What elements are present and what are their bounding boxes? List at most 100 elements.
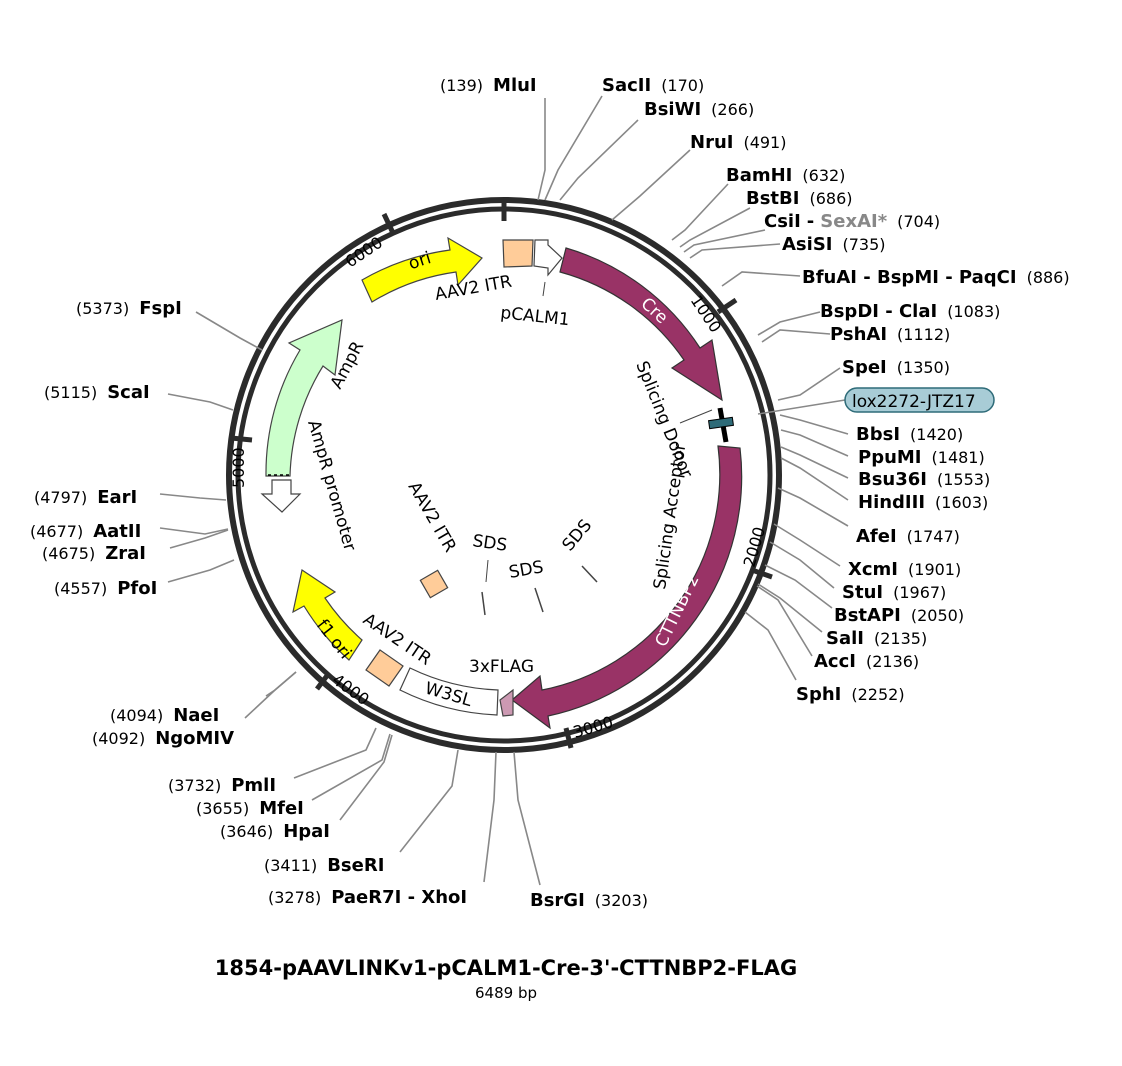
site-bstapi[interactable]: BstAPI(2050) <box>834 605 964 626</box>
site-bamhi[interactable]: BamHI(632) <box>726 165 845 186</box>
site-xcmi[interactable]: XcmI(1901) <box>848 559 961 580</box>
site-sali[interactable]: SalI(2135) <box>826 628 927 649</box>
cre-feature[interactable] <box>559 247 723 402</box>
leader-bamhi <box>671 183 729 241</box>
site-bsu36i[interactable]: Bsu36I(1553) <box>858 469 990 490</box>
site-bbsi[interactable]: BbsI(1420) <box>856 424 963 445</box>
leader-bstbi <box>679 207 751 248</box>
sds-1-tick <box>485 559 489 583</box>
tick-6000 <box>381 212 396 235</box>
site-mlui[interactable]: (139)MluI <box>440 75 537 96</box>
site-paer7i-xhoi[interactable]: (3278)PaeR7I - XhoI <box>268 887 467 908</box>
leader-bsrgi <box>513 751 541 886</box>
leader-eari <box>159 493 227 501</box>
site-aatii[interactable]: (4677)AatII <box>30 521 141 542</box>
site-sphi[interactable]: SphI(2252) <box>796 684 905 705</box>
3xflag-feature[interactable] <box>499 688 514 717</box>
site-spei[interactable]: SpeI(1350) <box>842 357 950 378</box>
site-pfoi[interactable]: (4557)PfoI <box>54 578 157 599</box>
site-nrui[interactable]: NruI(491) <box>690 132 786 153</box>
leader-sphi <box>744 611 797 681</box>
aav2-itr-inner-label: AAV2 ITR <box>404 479 460 556</box>
leader-fspi <box>195 311 263 351</box>
leader-bsu36i <box>780 446 849 479</box>
sds-2-marker <box>534 587 544 613</box>
sds-3-label: SDS <box>559 516 597 555</box>
leader-sacii <box>544 95 603 201</box>
leader-bstapi <box>764 564 833 609</box>
cttnbp2-feature[interactable] <box>511 445 743 730</box>
leader-sali <box>757 583 823 633</box>
leader-bsiwi <box>559 119 639 201</box>
tick-3000 <box>563 727 574 749</box>
aav2-itr-top-label: AAV2 ITR <box>433 272 513 305</box>
site-pmli[interactable]: (3732)PmlI <box>168 775 276 796</box>
leader-zrai <box>169 529 229 549</box>
tick-1000 <box>716 297 738 315</box>
leader-xhoi <box>483 751 497 883</box>
ampr-promoter-label: AmpR promoter <box>303 418 359 553</box>
leader-stui <box>769 541 835 589</box>
aav2-itr-inner-feature[interactable] <box>419 569 449 599</box>
leader-aatii <box>159 527 229 535</box>
restriction-sites: (139)MluI SacII(170) BsiWI(266) NruI(491… <box>30 75 1070 911</box>
aav2-itr-top-feature[interactable] <box>502 239 534 268</box>
site-bseri[interactable]: (3411)BseRI <box>264 855 384 876</box>
leader-xcmi <box>773 523 841 567</box>
leader-bfuai <box>721 271 801 287</box>
sds-2-label: SDS <box>507 557 545 583</box>
site-stui[interactable]: StuI(1967) <box>842 582 946 603</box>
leader-mlui <box>537 98 546 201</box>
site-csii-sexai[interactable]: CsiI-SexAI*(704) <box>764 211 940 232</box>
site-naei[interactable]: (4094)NaeI <box>110 705 219 726</box>
pcalm1-label: pCALM1 <box>499 303 570 330</box>
site-hindiii[interactable]: HindIII(1603) <box>858 492 988 513</box>
pcalm1-feature[interactable] <box>533 239 563 277</box>
leader-pfoi <box>167 559 235 583</box>
site-asisi[interactable]: AsiSI(735) <box>782 234 886 255</box>
site-ppumi[interactable]: PpuMI(1481) <box>858 447 985 468</box>
sds-1-label: SDS <box>471 531 508 556</box>
ori-feature[interactable] <box>361 236 483 303</box>
f1-ori-feature[interactable] <box>292 569 363 661</box>
splicing-acceptor-label: Splicing Acceptor <box>650 442 690 591</box>
leader-pshai <box>761 329 831 343</box>
site-bspdi-clai[interactable]: BspDI - ClaI(1083) <box>820 301 1000 322</box>
w3sl-feature[interactable] <box>399 667 499 716</box>
tick-2000 <box>751 567 773 580</box>
leader-ppumi <box>780 429 849 457</box>
features: ori AAV2 ITR pCALM1 Cre lox2272-JTZ17 Sp… <box>260 236 995 730</box>
site-ngomiv[interactable]: (4092)NgoMIV <box>92 728 234 749</box>
site-pshai[interactable]: PshAI(1112) <box>830 324 950 345</box>
leader-naei <box>265 671 297 697</box>
site-zrai[interactable]: (4675)ZraI <box>42 543 146 564</box>
sds-1-marker <box>481 591 486 616</box>
lox2272-label: lox2272-JTZ17 <box>852 392 976 412</box>
leader-nrui <box>611 149 691 221</box>
tick-label-5000: 5000 <box>229 447 248 488</box>
aav2-itr-bottom-feature[interactable] <box>365 649 404 687</box>
ampr-feature[interactable] <box>265 319 343 477</box>
leader-mfei <box>311 733 391 801</box>
tick-5000 <box>230 435 253 443</box>
leader-afei <box>777 487 849 527</box>
lox2272-label-box <box>844 387 995 413</box>
site-scai[interactable]: (5115)ScaI <box>44 382 150 403</box>
site-acci[interactable]: AccI(2136) <box>814 651 919 672</box>
site-mfei[interactable]: (3655)MfeI <box>196 798 304 819</box>
lox2272-marker[interactable] <box>707 416 735 430</box>
sds-3-marker <box>581 565 598 583</box>
site-fspi[interactable]: (5373)FspI <box>76 298 182 319</box>
leader-asisi <box>689 243 781 259</box>
site-bsiwi[interactable]: BsiWI(266) <box>644 99 754 120</box>
site-bfuai-bspmi-paqci[interactable]: BfuAI - BspMI - PaqCI(886) <box>802 267 1070 288</box>
site-eari[interactable]: (4797)EarI <box>34 487 137 508</box>
ampr-promoter-feature[interactable] <box>260 479 302 513</box>
site-bstbi[interactable]: BstBI(686) <box>746 188 853 209</box>
site-hpai[interactable]: (3646)HpaI <box>220 821 330 842</box>
site-bsrgi[interactable]: BsrGI(3203) <box>530 890 648 911</box>
leader-pmli <box>293 727 377 779</box>
site-sacii[interactable]: SacII(170) <box>602 75 704 96</box>
site-afei[interactable]: AfeI(1747) <box>856 526 960 547</box>
